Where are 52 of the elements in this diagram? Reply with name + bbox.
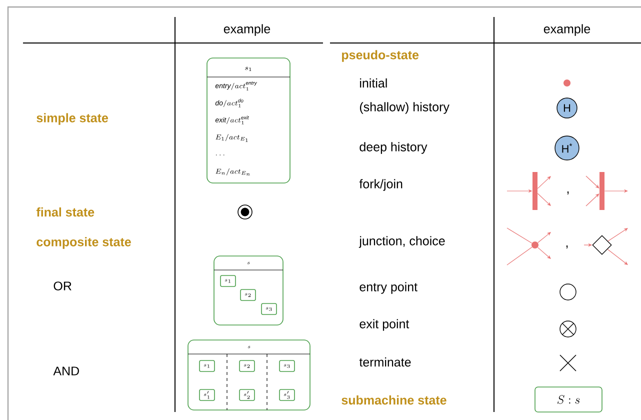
submachine-box: $S : s$ bbox=[534, 386, 602, 412]
arrow bbox=[586, 176, 600, 188]
internal-action: $\mathit{entry}/act_1^{\mathit{entry}}$ bbox=[215, 81, 258, 91]
separator-comma: , bbox=[566, 246, 568, 248]
substate-box: $s_2$ bbox=[239, 360, 255, 372]
internal-action: $E_1/act_{E_1}$ bbox=[216, 134, 248, 142]
arrow bbox=[607, 248, 628, 265]
state-name: $s$ bbox=[247, 262, 250, 264]
column-header: example bbox=[224, 24, 270, 36]
substate-box: $s_3$ bbox=[279, 360, 295, 372]
exit-point-circle bbox=[560, 320, 576, 338]
separator-comma: , bbox=[567, 192, 569, 194]
category-label: pseudo-state bbox=[342, 50, 419, 62]
column-header: example bbox=[544, 24, 590, 36]
arrow bbox=[537, 193, 551, 206]
row-label: entry point bbox=[360, 282, 418, 294]
internal-action: $\mathit{exit}/act_1^{\mathit{exit}}$ bbox=[215, 116, 249, 124]
arrow bbox=[537, 176, 551, 189]
pseudostate-dot bbox=[564, 80, 570, 86]
substate-box: $s_2$ bbox=[240, 289, 256, 301]
arrow bbox=[586, 194, 600, 206]
arrow bbox=[608, 228, 628, 242]
row-label: AND bbox=[53, 366, 79, 376]
choice-diamond bbox=[592, 235, 612, 255]
row-label: OR bbox=[54, 282, 72, 290]
state-name: $s$ bbox=[248, 346, 250, 348]
internal-action: $E_n/act_{E_n}$ bbox=[216, 168, 250, 176]
row-label: junction, choice bbox=[358, 236, 445, 248]
row-label: initial bbox=[360, 78, 387, 88]
substate-box: $s'_1$ bbox=[199, 389, 215, 401]
category-label: submachine state bbox=[342, 395, 446, 405]
arrow bbox=[538, 232, 551, 243]
arrow bbox=[537, 247, 551, 259]
final-state-icon bbox=[238, 204, 252, 220]
entry-point-circle bbox=[560, 284, 576, 300]
substate-box: $s'_3$ bbox=[279, 389, 295, 401]
row-label: (shallow) history bbox=[360, 102, 450, 114]
substate-box: $s_1$ bbox=[199, 360, 215, 372]
state-name: $s_1$ bbox=[245, 66, 252, 71]
category-label: simple state bbox=[36, 113, 108, 125]
internal-action: $\dots$ bbox=[216, 154, 224, 156]
substate-box: $s_3$ bbox=[261, 303, 277, 315]
internal-action: $\mathit{do}/act_1^{\mathit{do}}$ bbox=[215, 98, 244, 108]
row-label: terminate bbox=[359, 357, 411, 367]
row-label: exit point bbox=[360, 319, 410, 331]
row-label: fork/join bbox=[359, 179, 402, 191]
substate-box: $s'_2$ bbox=[239, 389, 255, 401]
row-label: deep history bbox=[360, 142, 428, 154]
pseudostate-dot bbox=[532, 242, 538, 248]
substate-box: $s_1$ bbox=[220, 275, 236, 287]
category-label: composite state bbox=[36, 237, 131, 249]
category-label: final state bbox=[36, 207, 94, 217]
